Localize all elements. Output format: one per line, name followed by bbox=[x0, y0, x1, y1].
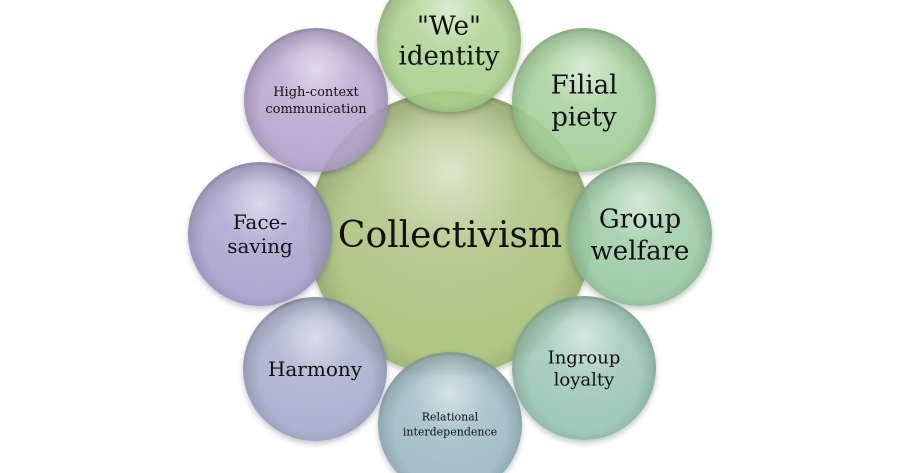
node-label-line: welfare bbox=[591, 236, 690, 266]
center-gloss bbox=[312, 95, 588, 371]
node-gloss bbox=[571, 165, 709, 303]
node-label-line: High-context bbox=[273, 85, 359, 100]
node-gloss bbox=[515, 31, 653, 169]
node-label-line: saving bbox=[227, 234, 293, 258]
node-high-context-communication: High-context communication bbox=[244, 28, 388, 172]
node-gloss bbox=[191, 165, 329, 303]
node-label-line: identity bbox=[399, 41, 500, 71]
node-label-line: Group bbox=[599, 204, 681, 234]
node-gloss bbox=[381, 355, 519, 473]
node-label-line: Filial bbox=[551, 70, 618, 100]
node-label-line: Relational bbox=[422, 410, 479, 423]
node-label-line: piety bbox=[551, 102, 617, 132]
node-label-line: communication bbox=[265, 102, 367, 117]
node-gloss bbox=[380, 0, 518, 109]
node-label-line: interdependence bbox=[403, 425, 497, 438]
node-gloss bbox=[247, 31, 385, 169]
node-gloss bbox=[515, 299, 653, 437]
satellite-nodes: "We"identityFilialpietyGroupwelfareIngro… bbox=[188, 0, 712, 473]
node-relational-interdependence: Relational interdependence bbox=[378, 352, 522, 473]
node-label-line: Harmony bbox=[268, 357, 363, 381]
center-node: Collectivism bbox=[308, 91, 592, 375]
node-harmony: Harmony bbox=[243, 297, 387, 441]
node-label-line: Ingroup bbox=[548, 347, 621, 368]
node-we-identity: "We"identity bbox=[377, 0, 521, 112]
node-label-line: "We" bbox=[417, 11, 481, 41]
node-label-line: Face- bbox=[233, 210, 287, 234]
center-label: Collectivism bbox=[338, 215, 562, 256]
node-label-line: loyalty bbox=[554, 369, 615, 390]
node-face-saving: Face-saving bbox=[188, 162, 332, 306]
node-gloss bbox=[246, 300, 384, 438]
